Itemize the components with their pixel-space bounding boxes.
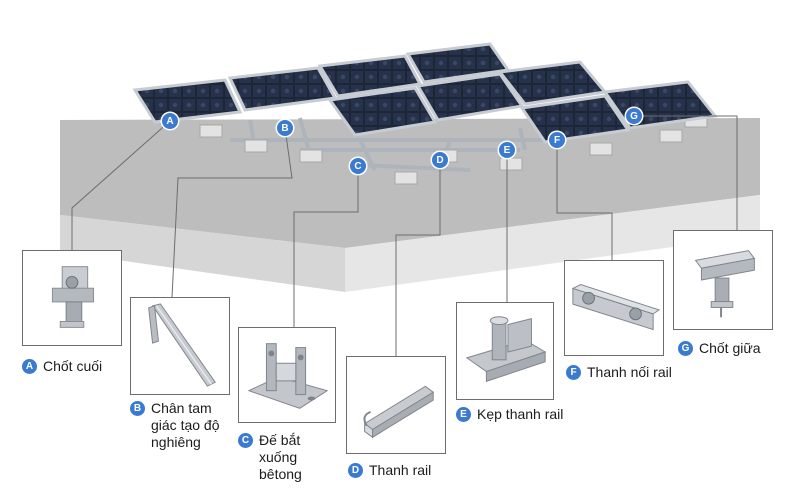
marker-g: G (626, 108, 642, 124)
component-caption-d: D Thanh rail (348, 462, 431, 479)
component-label-d: Thanh rail (369, 462, 432, 478)
roof-front-face (60, 215, 345, 292)
product-box-end-clamp (22, 250, 122, 346)
component-caption-f: F Thanh nối rail (566, 364, 672, 381)
product-box-concrete-base (238, 327, 336, 423)
concrete-footings (199, 114, 708, 185)
product-box-mid-clamp (673, 230, 773, 330)
marker-c: C (350, 158, 366, 174)
marker-f: F (549, 132, 565, 148)
component-label-c: Đế bắt xuống bêtong (259, 432, 302, 482)
product-box-rail (346, 356, 446, 454)
component-caption-b: B Chân tam giác tạo độ nghiêng (130, 400, 240, 451)
marker-d: D (432, 152, 448, 168)
rail-icon (363, 385, 435, 439)
leader-lines (71, 115, 738, 356)
rail-clamp-icon (465, 316, 547, 383)
component-caption-e: E Kẹp thanh rail (456, 406, 563, 423)
component-caption-a: A Chốt cuối (22, 358, 102, 375)
marker-b: B (277, 120, 293, 136)
concrete-base-icon (247, 343, 329, 409)
badge-b: B (130, 401, 145, 416)
component-caption-g: G Chốt giữa (678, 340, 761, 357)
badge-c: C (238, 433, 253, 448)
product-box-triangle-leg (130, 297, 230, 395)
marker-a: A (162, 113, 178, 129)
product-box-rail-clamp (456, 302, 554, 400)
end-clamp-icon (51, 266, 95, 328)
mid-clamp-icon (694, 250, 756, 318)
component-label-f: Thanh nối rail (587, 364, 672, 380)
marker-e: E (499, 142, 515, 158)
badge-a: A (22, 359, 37, 374)
component-caption-c: C Đế bắt xuống bêtong (238, 432, 338, 483)
badge-d: D (348, 463, 363, 478)
badge-f: F (566, 365, 581, 380)
component-label-b: Chân tam giác tạo độ nghiêng (151, 400, 220, 450)
triangle-leg-icon (148, 303, 216, 387)
component-label-e: Kẹp thanh rail (477, 406, 564, 422)
component-label-a: Chốt cuối (43, 358, 103, 374)
badge-e: E (456, 407, 471, 422)
badge-g: G (678, 341, 693, 356)
rail-splice-icon (571, 283, 661, 331)
product-box-rail-splice (564, 260, 664, 356)
component-label-g: Chốt giữa (699, 340, 761, 356)
roof-right-face (345, 195, 760, 292)
